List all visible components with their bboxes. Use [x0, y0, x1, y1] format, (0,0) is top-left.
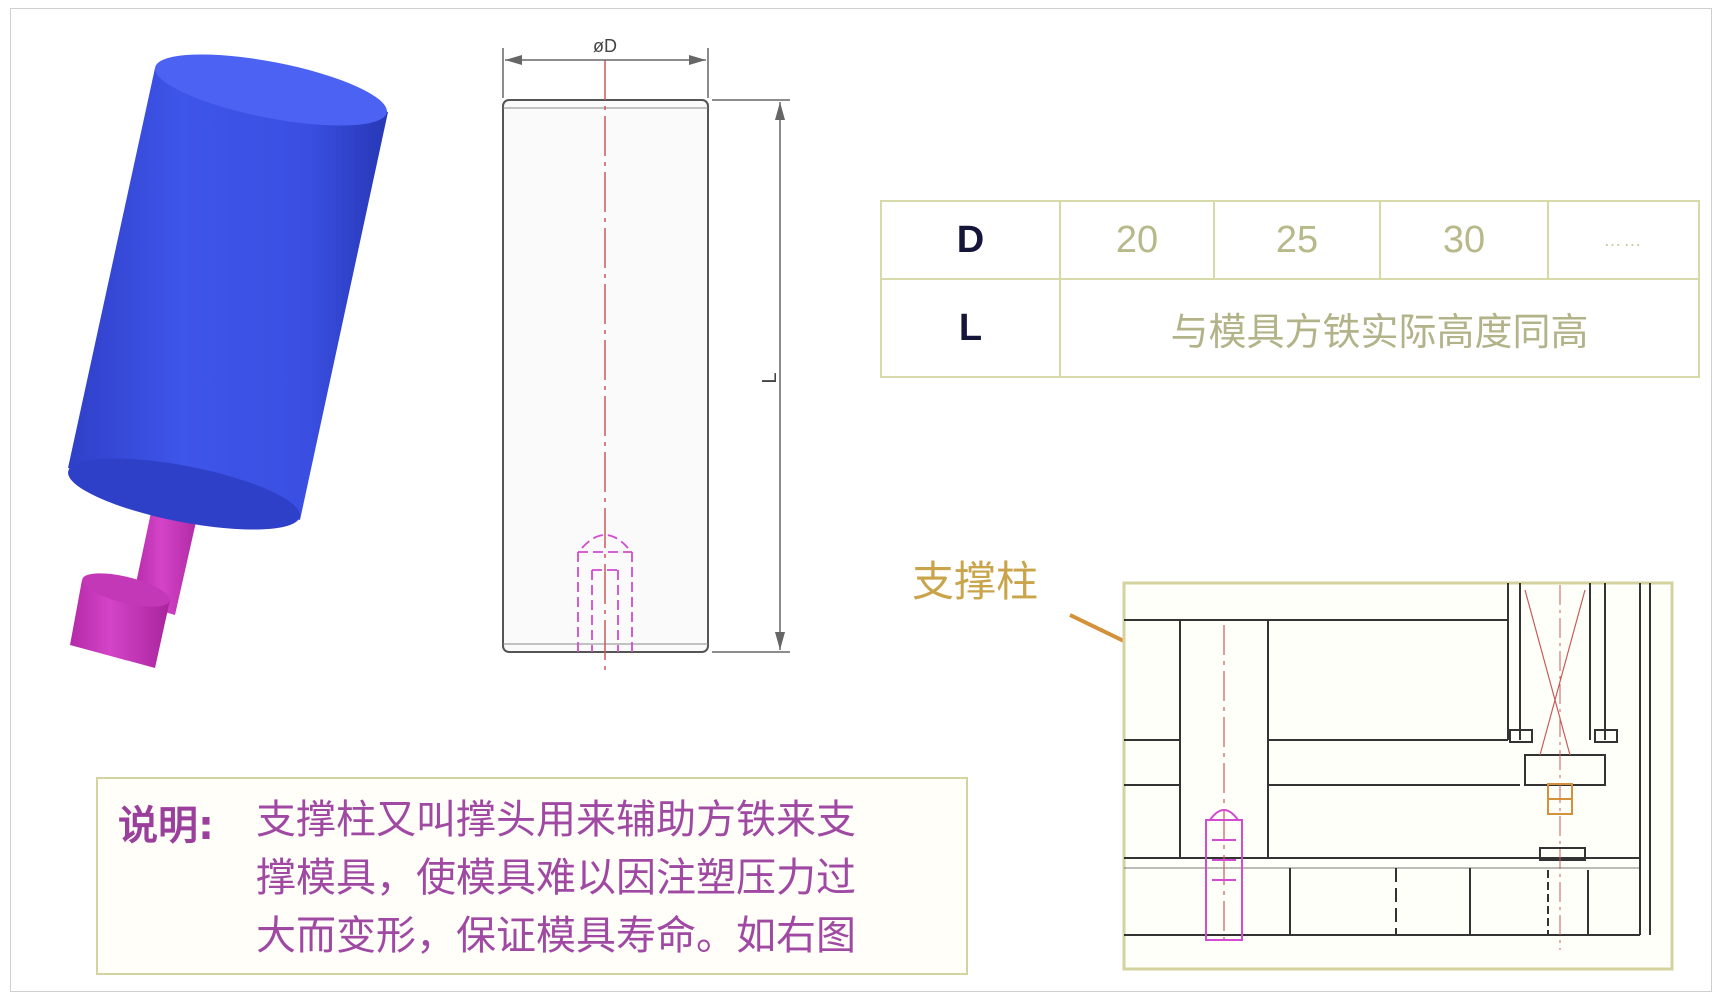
support-pillar-callout-label: 支撑柱 — [912, 557, 1039, 606]
dimension-table: D 20 25 30 …… L 与模具方铁实际高度同高 — [880, 199, 1700, 378]
diameter-dimension-label: øD — [593, 36, 617, 56]
description-note-box: 说明: 支撑柱又叫撑头用来辅助方铁来支 撑模具，使模具难以因注塑压力过 大而变形… — [96, 777, 968, 975]
note-line: 撑模具，使模具难以因注塑压力过 — [256, 855, 856, 901]
mold-assembly-section — [1122, 581, 1674, 971]
note-line: 支撑柱又叫撑头用来辅助方铁来支 — [256, 797, 856, 843]
table-cell-l-value: 与模具方铁实际高度同高 — [1059, 278, 1700, 378]
table-cell-d-ellipsis: …… — [1547, 199, 1700, 281]
table-row-d: D 20 25 30 …… — [880, 199, 1700, 281]
length-dimension-label: L — [759, 372, 781, 383]
pillar-drawing — [502, 48, 790, 670]
table-cell-d-25: 25 — [1213, 199, 1381, 281]
table-header-d: D — [880, 199, 1061, 281]
table-row-l: L 与模具方铁实际高度同高 — [880, 278, 1700, 378]
support-pillar-3d — [68, 54, 388, 668]
table-cell-d-20: 20 — [1059, 199, 1215, 281]
table-header-l: L — [880, 278, 1061, 378]
note-line: 大而变形，保证模具寿命。如右图 — [256, 913, 856, 959]
note-title: 说明: — [118, 803, 214, 849]
table-cell-d-30: 30 — [1379, 199, 1549, 281]
note-body: 支撑柱又叫撑头用来辅助方铁来支 撑模具，使模具难以因注塑压力过 大而变形，保证模… — [256, 791, 956, 965]
